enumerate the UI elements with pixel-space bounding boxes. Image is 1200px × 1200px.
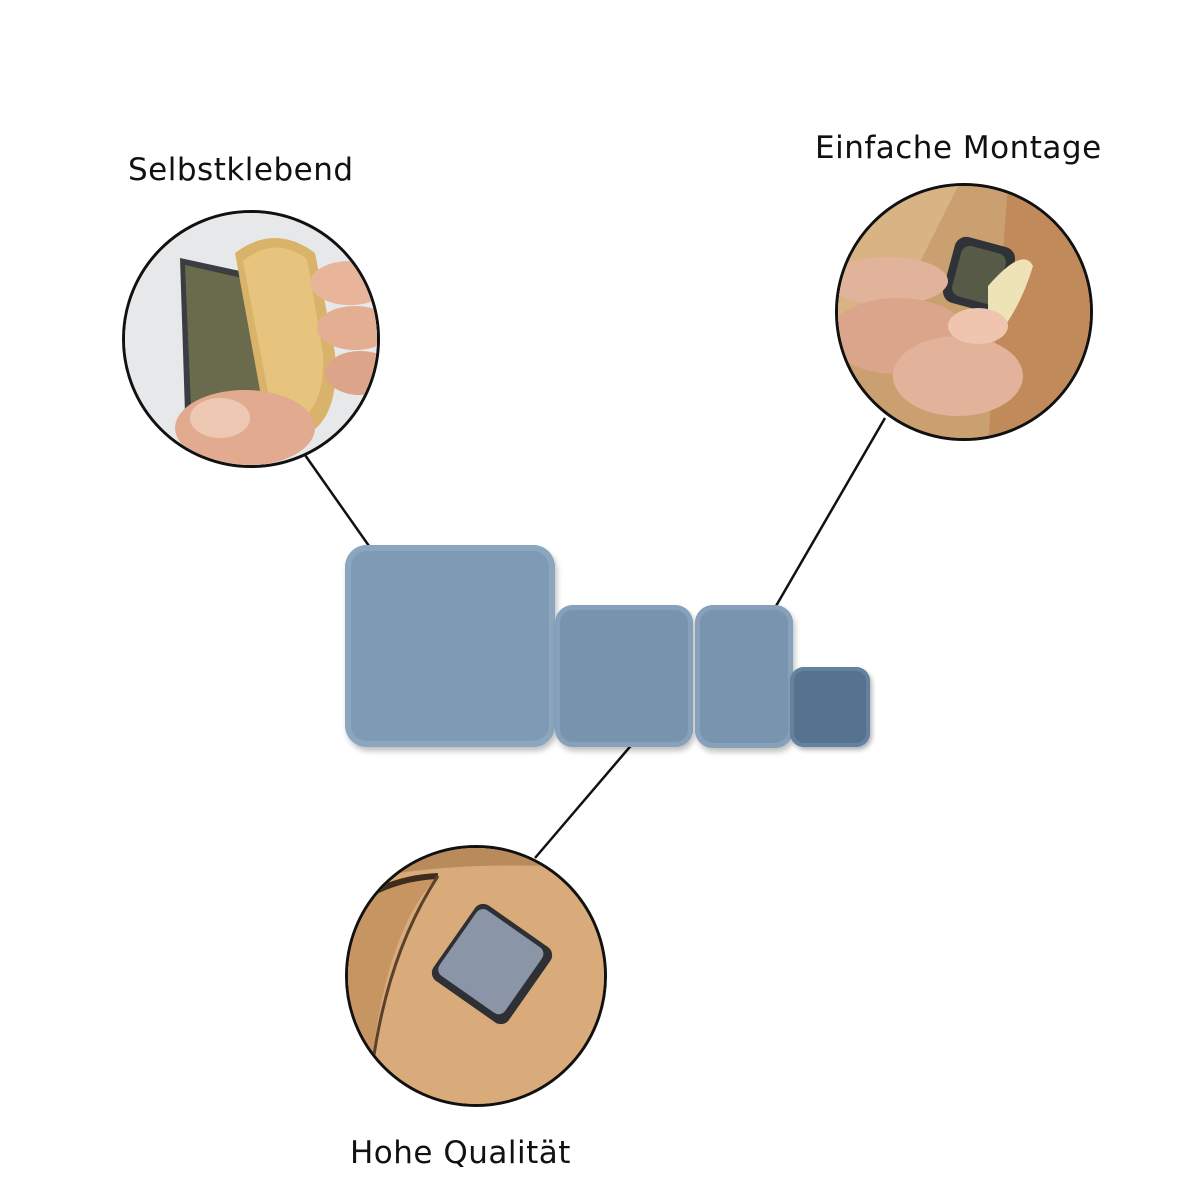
detail-circle-hohe-qualitaet xyxy=(345,845,607,1107)
label-selbstklebend: Selbstklebend xyxy=(128,152,354,188)
pad-medium xyxy=(555,605,693,747)
pad-small xyxy=(790,667,870,747)
connector-line-bottom xyxy=(534,734,641,859)
quality-illustration xyxy=(348,848,604,1104)
detail-circle-selbstklebend xyxy=(122,210,380,468)
mounting-illustration xyxy=(838,186,1090,438)
pad-large xyxy=(345,545,555,747)
label-hohe-qualitaet: Hohe Qualität xyxy=(350,1135,571,1171)
pad-rectangular xyxy=(695,605,793,748)
label-einfache-montage: Einfache Montage xyxy=(815,130,1102,166)
peel-illustration xyxy=(125,213,377,465)
connector-line-right xyxy=(763,417,887,626)
detail-circle-einfache-montage xyxy=(835,183,1093,441)
